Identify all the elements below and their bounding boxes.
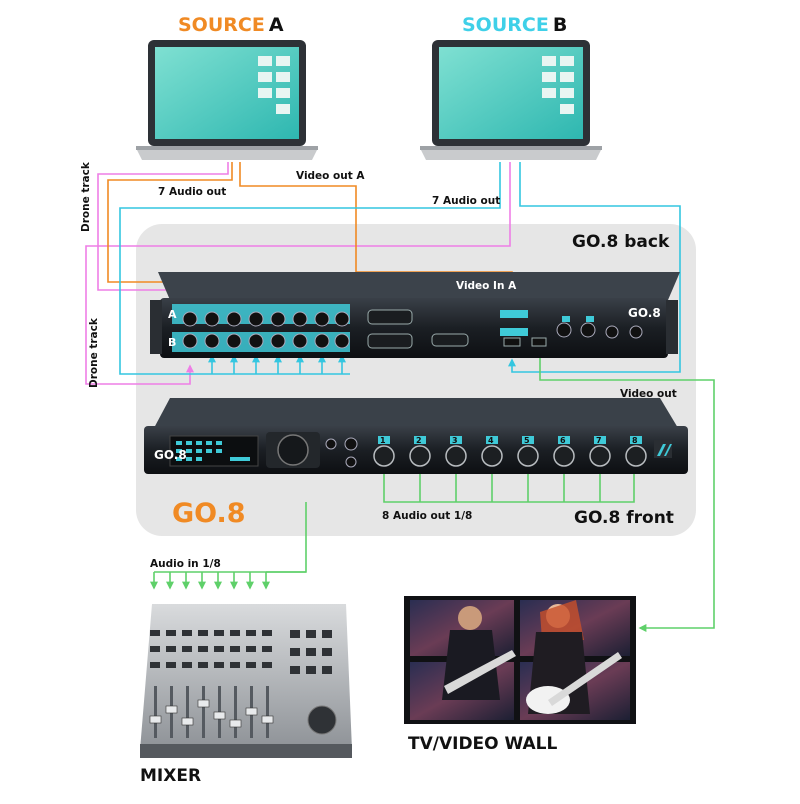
source-b-letter: B [552,14,568,36]
drone-track-cable-b [85,162,511,385]
go8-back-unit [150,272,680,358]
front-unit-logo: GO.8 [154,448,187,462]
mixer-label: MIXER [140,766,202,786]
go8-front-title: GO.8 front [574,508,674,528]
source-a-highlight: SOURCE [178,14,265,36]
go8-back-title: GO.8 back [572,232,670,252]
video-out-cable [539,352,715,632]
tv-video-wall [404,596,636,724]
front-channel-4: 4 [488,436,494,445]
front-channel-3: 3 [452,436,458,445]
audio-in-label: Audio in 1/8 [150,558,221,570]
laptop-source-a [136,40,318,160]
front-channel-7: 7 [596,436,602,445]
video-in-a-label: Video In A [456,280,517,292]
video-in-cable-b [508,162,681,373]
source-b-highlight: SOURCE [462,14,549,36]
front-channel-1: 1 [380,436,386,445]
audio-out-cable-b [119,162,501,375]
mixer-device [140,604,352,758]
video-out-label: Video out [620,388,677,400]
back-unit-logo: GO.8 [628,306,661,320]
audio-out-a-label: 7 Audio out [158,186,227,198]
front-channel-2: 2 [416,436,422,445]
front-channel-5: 5 [524,436,530,445]
video-out-a-label: Video out A [296,170,365,182]
go8-front-unit [144,398,688,474]
source-a-letter: A [268,14,284,36]
audio-out-b-label: 7 Audio out [432,195,501,207]
back-row-b-letter: B [168,336,177,349]
tv-video-wall-label: TV/VIDEO WALL [408,734,558,754]
front-channel-6: 6 [560,436,566,445]
audio-out-front-cable [150,468,635,590]
laptop-source-b [420,40,602,160]
go8-brand-label: GO.8 [172,498,246,529]
drone-track-label-2: Drone track [88,318,100,388]
back-row-a-letter: A [168,308,177,321]
audio-out-front-label: 8 Audio out 1/8 [382,510,473,522]
front-channel-8: 8 [632,436,638,445]
drone-track-label-1: Drone track [80,162,92,232]
